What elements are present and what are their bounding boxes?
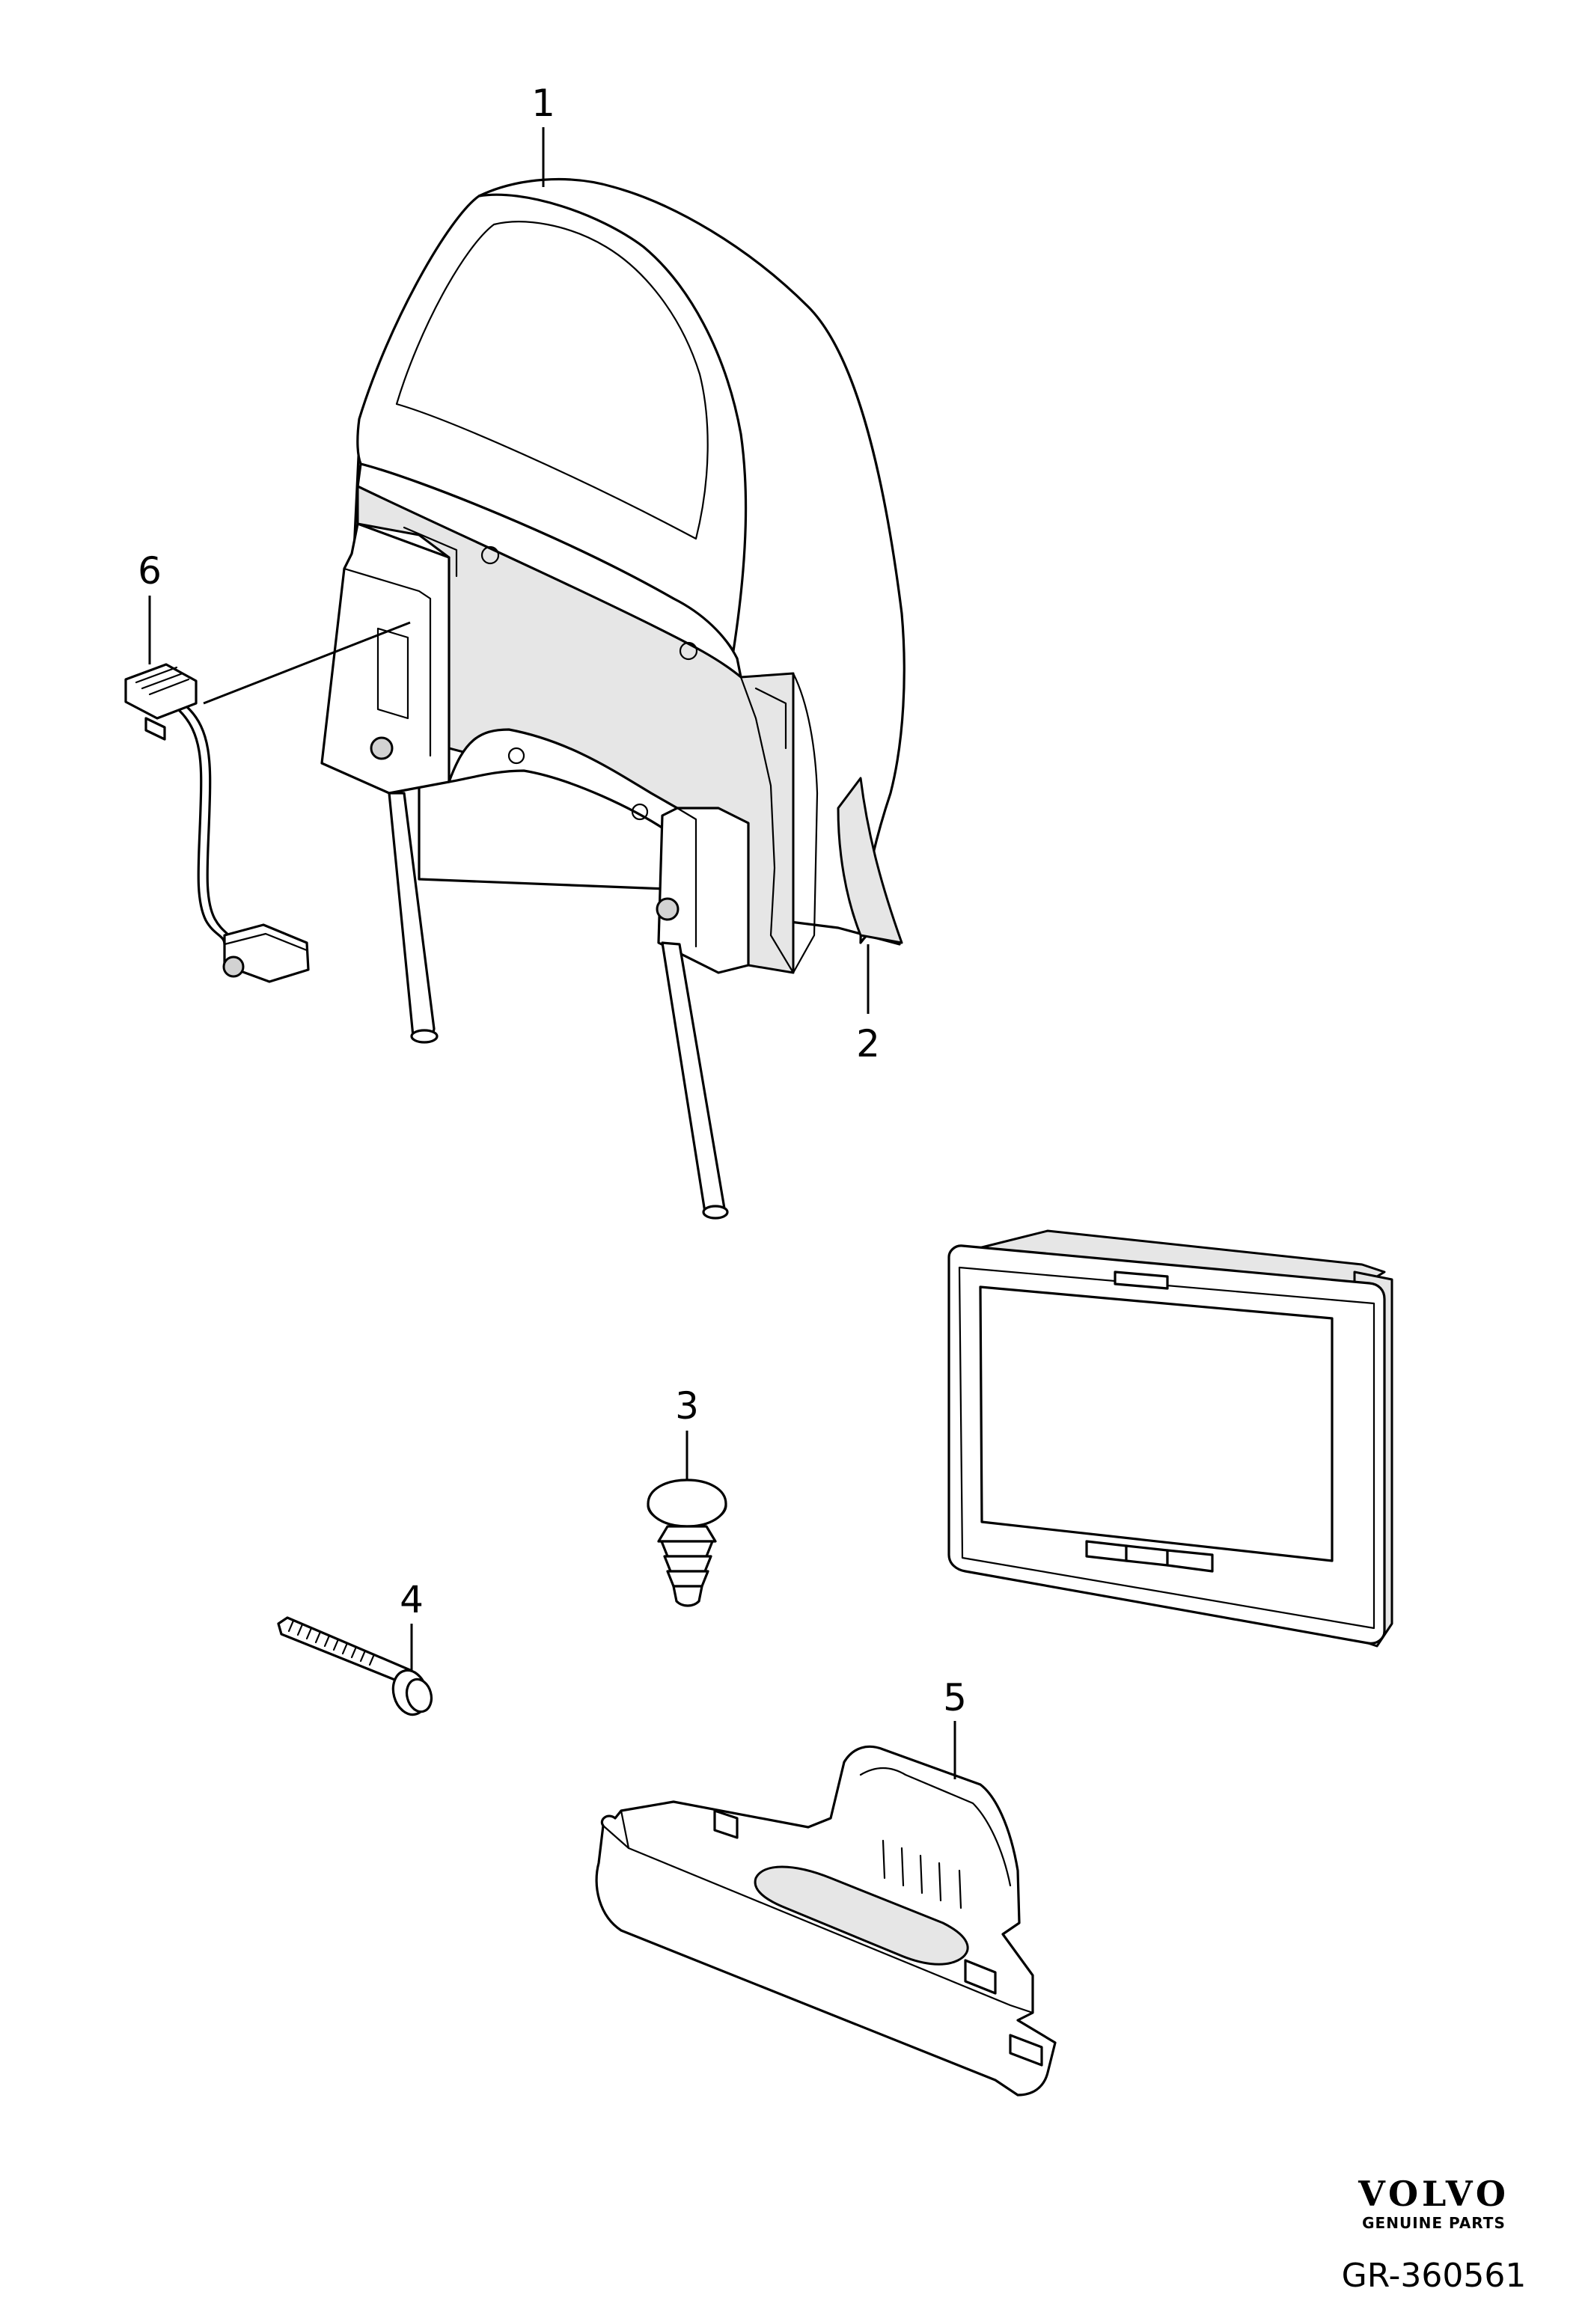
brand-block: VOLVO GENUINE PARTS GR-360561 xyxy=(1342,2174,1527,2295)
diagram-reference: GR-360561 xyxy=(1342,2257,1527,2295)
callout-1: 1 xyxy=(531,82,555,125)
cable-harness-part xyxy=(124,663,310,983)
brand-logo: VOLVO xyxy=(1358,2174,1509,2214)
leader-6-connector xyxy=(203,621,411,705)
callout-5: 5 xyxy=(943,1676,967,1719)
callout-4: 4 xyxy=(400,1578,424,1621)
display-screen-part xyxy=(947,1229,1393,1648)
leader-lines xyxy=(148,127,956,1779)
callout-labels: 1 2 3 4 5 6 xyxy=(138,82,967,1719)
headrest-part xyxy=(320,178,906,1220)
callout-2: 2 xyxy=(856,1022,880,1065)
bracket-part xyxy=(595,1745,1057,2097)
callout-3: 3 xyxy=(675,1384,699,1428)
callout-6: 6 xyxy=(138,549,162,593)
clip-part xyxy=(647,1479,727,1607)
screw-part xyxy=(277,1616,433,1716)
brand-tagline: GENUINE PARTS xyxy=(1362,2214,1506,2232)
